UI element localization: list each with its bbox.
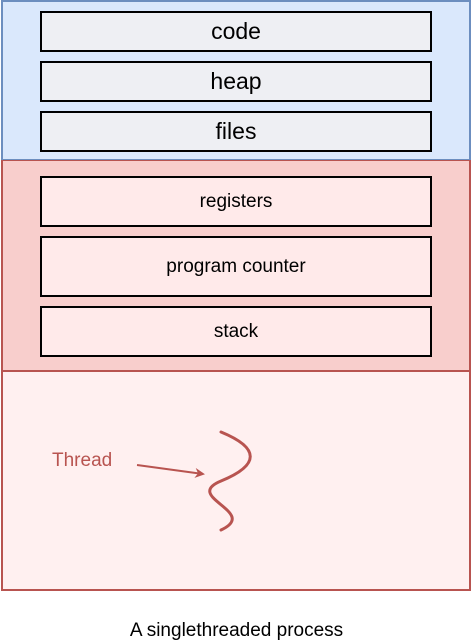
program-counter-box: program counter	[40, 236, 432, 297]
program-counter-label: program counter	[166, 255, 306, 277]
stack-box: stack	[40, 306, 432, 357]
thread-area-section	[1, 371, 471, 591]
diagram-caption: A singlethreaded process	[129, 620, 344, 641]
registers-box: registers	[40, 176, 432, 227]
thread-squiggle-icon	[208, 430, 252, 532]
code-label: code	[211, 18, 261, 44]
registers-label: registers	[199, 190, 273, 212]
heap-box: heap	[40, 61, 432, 102]
files-label: files	[215, 118, 257, 144]
heap-label: heap	[210, 68, 262, 94]
stack-label: stack	[213, 320, 259, 342]
thread-arrow	[136, 464, 205, 478]
files-box: files	[40, 111, 432, 152]
code-box: code	[40, 11, 432, 52]
thread-label: Thread	[52, 450, 113, 471]
